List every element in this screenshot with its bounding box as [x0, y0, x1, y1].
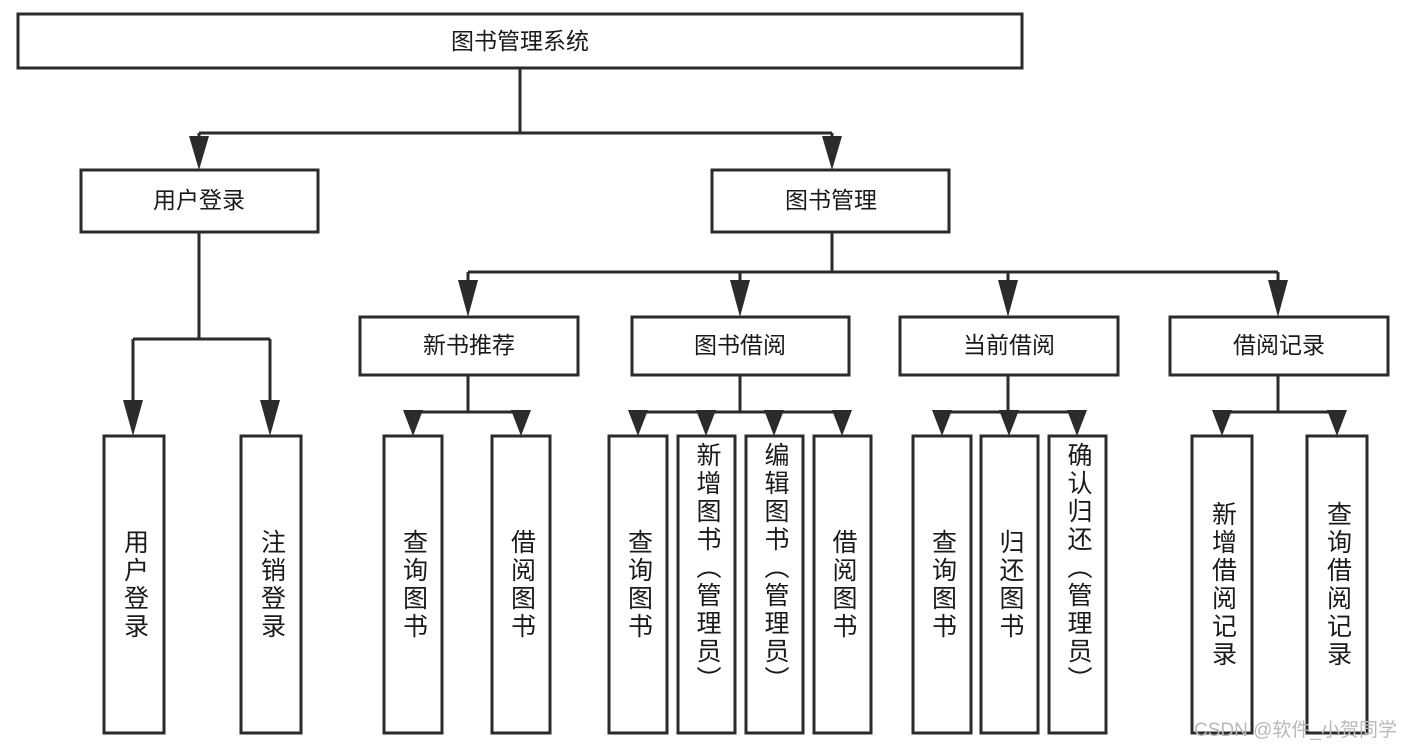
connector-group-root — [189, 68, 842, 170]
arrow-cb-leaf-3-icon — [1067, 410, 1087, 436]
connector-group-new-book — [403, 375, 531, 436]
arrow-bb-leaf-1-icon — [628, 410, 648, 436]
connector-group-borrow-record — [1212, 375, 1347, 436]
arrow-cb-leaf-1-icon — [932, 410, 952, 436]
arrow-bb-leaf-4-icon — [832, 410, 852, 436]
node-current-borrow-label: 当前借阅 — [963, 332, 1055, 358]
leaf-user-login-2-box[interactable] — [239, 434, 303, 735]
node-book-manage-box[interactable] — [710, 168, 951, 234]
arrow-bb-leaf-3-icon — [764, 410, 784, 436]
arrow-user-login-leaf-1-icon — [123, 400, 143, 436]
arrow-cb-leaf-2-icon — [999, 410, 1019, 436]
leaf-book-borrow-1-box[interactable] — [607, 434, 669, 735]
node-borrow-record-label: 借阅记录 — [1233, 332, 1325, 358]
leaf-book-borrow-4-box[interactable] — [812, 434, 873, 735]
leaf-book-borrow-3-box[interactable] — [744, 434, 805, 735]
node-root-label: 图书管理系统 — [451, 28, 589, 54]
node-new-book-label: 新书推荐 — [423, 332, 515, 358]
leaf-current-borrow-2-box[interactable] — [979, 434, 1040, 735]
leaf-new-book-1-box[interactable] — [382, 434, 444, 735]
arrow-bm-to-current-borrow-icon — [998, 280, 1018, 317]
arrow-nb-leaf-1-icon — [403, 410, 423, 436]
leaf-new-book-2-box[interactable] — [490, 434, 552, 735]
node-new-book-box[interactable] — [358, 315, 580, 377]
leaf-user-login-1-box[interactable] — [102, 434, 166, 735]
node-book-borrow-box[interactable] — [630, 315, 851, 377]
leaf-borrow-record-1-box[interactable] — [1190, 434, 1254, 735]
leaf-book-borrow-2-box[interactable] — [676, 434, 737, 735]
connector-group-book-borrow — [628, 375, 852, 436]
connector-group-current-borrow — [932, 375, 1087, 436]
arrow-bm-to-borrow-record-icon — [1268, 280, 1288, 317]
leaf-borrow-record-2-box[interactable] — [1305, 434, 1369, 735]
node-book-borrow-label: 图书借阅 — [694, 332, 786, 358]
arrow-root-to-book-manage-icon — [822, 136, 842, 170]
connector-group-book-manage — [458, 232, 1288, 317]
csdn-watermark: CSDN @软件_小贺同学 — [1194, 720, 1397, 741]
node-user-login-label: 用户登录 — [153, 187, 245, 213]
arrow-root-to-user-login-icon — [189, 136, 209, 170]
node-user-login-box[interactable] — [79, 168, 320, 234]
arrow-user-login-leaf-2-icon — [260, 400, 280, 436]
connector-group-user-login — [123, 232, 280, 436]
node-book-manage-label: 图书管理 — [785, 187, 877, 213]
arrow-nb-leaf-2-icon — [511, 410, 531, 436]
arrow-br-leaf-1-icon — [1212, 410, 1232, 436]
arrow-bb-leaf-2-icon — [696, 410, 716, 436]
arrow-br-leaf-2-icon — [1327, 410, 1347, 436]
arrow-bm-to-new-book-icon — [458, 280, 478, 317]
leaf-current-borrow-3-box[interactable] — [1047, 434, 1108, 735]
arrow-bm-to-book-borrow-icon — [730, 280, 750, 317]
leaf-current-borrow-1-box[interactable] — [911, 434, 973, 735]
node-borrow-record-box[interactable] — [1168, 315, 1390, 377]
node-root-box[interactable] — [16, 12, 1024, 70]
node-current-borrow-box[interactable] — [898, 315, 1120, 377]
